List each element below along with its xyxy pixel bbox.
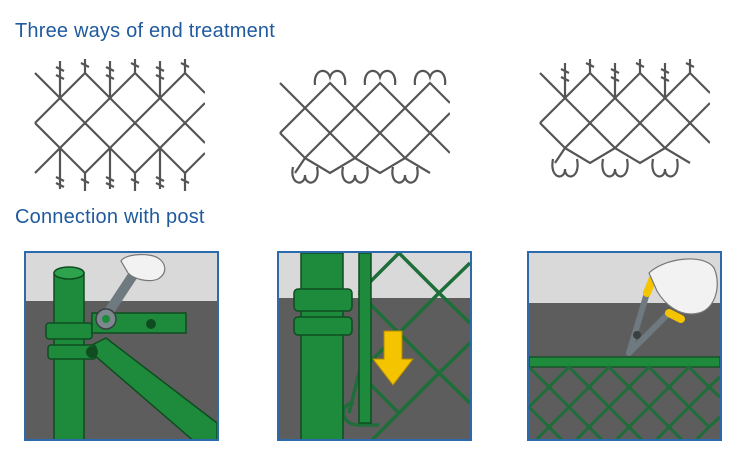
connection-heading: Connection with post: [15, 206, 205, 228]
mesh-twisted-top-knuckled-bottom: [539, 59, 710, 178]
mesh-twisted-both-ends: [34, 59, 205, 191]
mesh-knuckled-both-ends: [279, 69, 450, 184]
step-tension-bar-panel: [277, 251, 472, 441]
step-pliers-panel: [527, 251, 722, 441]
end-treatment-heading: Three ways of end treatment: [15, 20, 275, 42]
step-wrench-panel: [24, 251, 219, 441]
